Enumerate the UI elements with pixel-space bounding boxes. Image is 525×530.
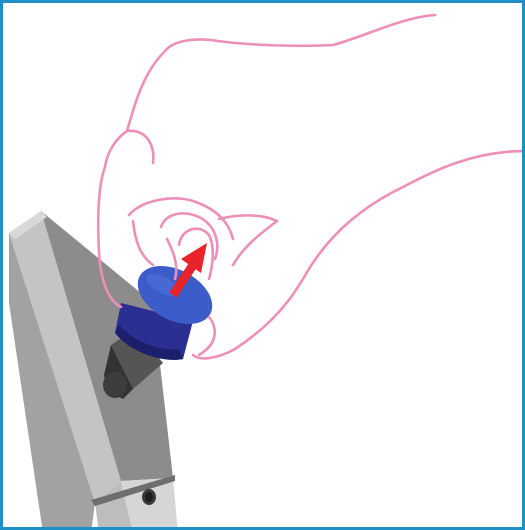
stem-cap	[103, 372, 127, 398]
hand-thumb-tip	[197, 315, 216, 357]
knob-shadow-band	[115, 325, 183, 360]
knob-stem	[103, 329, 163, 399]
hand-outline	[96, 13, 522, 360]
tube-front-face	[9, 233, 95, 527]
tube-top-edge	[9, 211, 47, 239]
hand-finger-front	[131, 219, 155, 267]
hand-finger-knuckle	[125, 129, 155, 165]
hand-index-finger	[127, 197, 235, 241]
hand-middle-finger	[159, 212, 219, 261]
hand-thumb-back	[217, 214, 279, 267]
up-right-arrow-icon	[169, 243, 207, 298]
hand-finger-inner	[165, 237, 178, 281]
tube-sleeve	[91, 475, 178, 527]
hand-upper-contour	[96, 13, 437, 309]
square-tube	[9, 211, 173, 527]
illustration-canvas	[9, 13, 522, 527]
hand-ring-finger	[177, 227, 215, 281]
hand-lower-contour	[191, 149, 522, 360]
blue-knob	[115, 266, 213, 360]
sleeve-screw-hole-inner	[145, 492, 153, 502]
stem-body	[111, 329, 163, 389]
tube-right-face	[41, 211, 173, 481]
sleeve-seam	[91, 475, 175, 506]
tube-side-face	[9, 211, 121, 503]
